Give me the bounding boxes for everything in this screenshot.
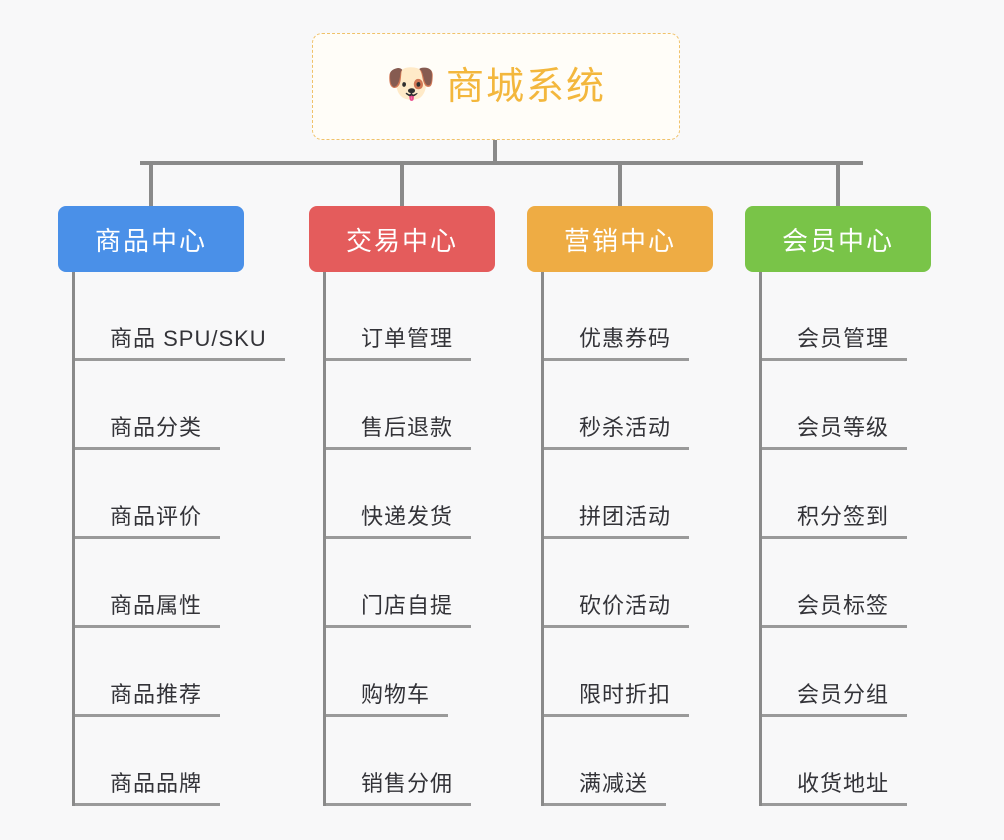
- leaf-label: 限时折扣: [541, 682, 690, 717]
- list-item[interactable]: 商品品牌: [72, 717, 285, 806]
- list-item[interactable]: 售后退款: [323, 361, 472, 450]
- leaf-label: 积分签到: [759, 504, 908, 539]
- leaf-label: 门店自提: [323, 593, 472, 628]
- branch-column-product-center: 商品中心: [58, 206, 278, 272]
- list-item[interactable]: 购物车: [323, 628, 471, 717]
- branch-column-member-center: 会员中心: [745, 206, 965, 272]
- leaf-list-product-center: 商品 SPU/SKU 商品分类商品评价商品属性商品推荐商品品牌: [72, 272, 285, 806]
- list-item[interactable]: 会员管理: [759, 272, 908, 361]
- list-item[interactable]: 会员等级: [759, 361, 908, 450]
- list-item[interactable]: 门店自提: [323, 539, 472, 628]
- list-item[interactable]: 商品评价: [72, 450, 285, 539]
- branch-column-trade-center: 交易中心: [309, 206, 529, 272]
- leaf-label: 商品分类: [72, 415, 221, 450]
- leaf-list-member-center: 会员管理会员等级积分签到会员标签会员分组收货地址: [759, 272, 908, 806]
- category-box-product-center[interactable]: 商品中心: [58, 206, 244, 272]
- list-item[interactable]: 拼团活动: [541, 450, 690, 539]
- list-item[interactable]: 优惠券码: [541, 272, 690, 361]
- branch-column-marketing-center: 营销中心: [527, 206, 747, 272]
- branch-connector-marketing-center: [618, 161, 622, 208]
- branch-connector-product-center: [149, 161, 153, 208]
- leaf-label: 售后退款: [323, 415, 472, 450]
- leaf-label: 收货地址: [759, 771, 908, 806]
- category-box-trade-center[interactable]: 交易中心: [309, 206, 495, 272]
- list-item[interactable]: 限时折扣: [541, 628, 690, 717]
- branch-trunk-product-center: [72, 272, 75, 806]
- root-node[interactable]: 🐶 商城系统: [312, 33, 680, 140]
- branch-trunk-trade-center: [323, 272, 326, 806]
- leaf-label: 砍价活动: [541, 593, 690, 628]
- list-item[interactable]: 收货地址: [759, 717, 908, 806]
- branch-connector-member-center: [836, 161, 840, 208]
- leaf-label: 快递发货: [323, 504, 472, 539]
- list-item[interactable]: 商品分类: [72, 361, 285, 450]
- leaf-label: 销售分佣: [323, 771, 472, 806]
- list-item[interactable]: 订单管理: [323, 272, 472, 361]
- leaf-label: 购物车: [323, 682, 449, 717]
- leaf-label: 秒杀活动: [541, 415, 690, 450]
- list-item[interactable]: 会员标签: [759, 539, 908, 628]
- root-connector-bar: [140, 161, 863, 165]
- list-item[interactable]: 快递发货: [323, 450, 472, 539]
- list-item[interactable]: 砍价活动: [541, 539, 690, 628]
- list-item[interactable]: 积分签到: [759, 450, 908, 539]
- leaf-label: 商品推荐: [72, 682, 221, 717]
- list-item[interactable]: 商品推荐: [72, 628, 285, 717]
- root-title: 商城系统: [445, 65, 606, 108]
- leaf-label: 订单管理: [323, 326, 472, 361]
- leaf-label: 满减送: [541, 771, 667, 806]
- leaf-list-trade-center: 订单管理售后退款快递发货门店自提购物车销售分佣: [323, 272, 472, 806]
- leaf-label: 优惠券码: [541, 326, 690, 361]
- branch-connector-trade-center: [400, 161, 404, 208]
- leaf-label: 拼团活动: [541, 504, 690, 539]
- list-item[interactable]: 商品 SPU/SKU: [72, 272, 285, 361]
- leaf-label: 会员等级: [759, 415, 908, 450]
- list-item[interactable]: 秒杀活动: [541, 361, 690, 450]
- list-item[interactable]: 销售分佣: [323, 717, 472, 806]
- leaf-label: 商品品牌: [72, 771, 221, 806]
- root-connector-stem: [493, 140, 497, 164]
- category-box-marketing-center[interactable]: 营销中心: [527, 206, 713, 272]
- branch-trunk-marketing-center: [541, 272, 544, 806]
- leaf-list-marketing-center: 优惠券码秒杀活动拼团活动砍价活动限时折扣满减送: [541, 272, 690, 806]
- list-item[interactable]: 商品属性: [72, 539, 285, 628]
- leaf-label: 商品 SPU/SKU: [72, 326, 285, 361]
- branch-trunk-member-center: [759, 272, 762, 806]
- leaf-label: 会员管理: [759, 326, 908, 361]
- leaf-label: 会员分组: [759, 682, 908, 717]
- leaf-label: 商品属性: [72, 593, 221, 628]
- category-box-member-center[interactable]: 会员中心: [745, 206, 931, 272]
- leaf-label: 会员标签: [759, 593, 908, 628]
- list-item[interactable]: 会员分组: [759, 628, 908, 717]
- dog-face-icon: 🐶: [385, 61, 436, 106]
- leaf-label: 商品评价: [72, 504, 221, 539]
- list-item[interactable]: 满减送: [541, 717, 689, 806]
